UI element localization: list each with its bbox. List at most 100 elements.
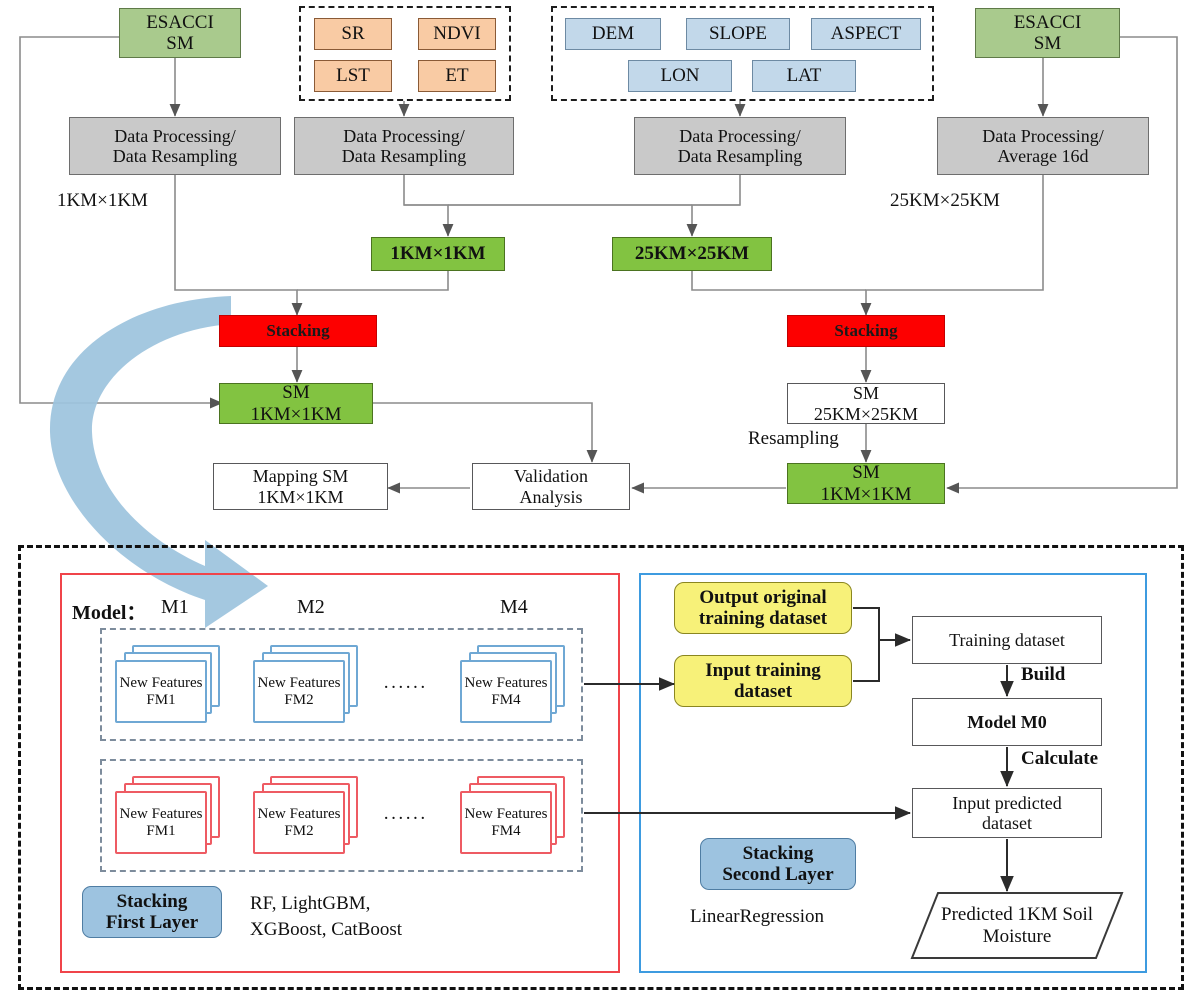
rf4-l1: New: [464, 806, 493, 822]
model-label-text: Model：: [72, 602, 147, 624]
stacking-box-left: Stacking: [219, 315, 377, 347]
bf1-l1: New: [119, 675, 148, 691]
input-lst-label: LST: [336, 65, 370, 87]
resolution-box-1km-label: 1KM×1KM: [390, 243, 486, 265]
input-ndvi-label: NDVI: [433, 23, 481, 45]
bf1-l3: FM1: [146, 691, 176, 708]
data-processing-2: Data Processing/ Data Resampling: [294, 117, 514, 175]
training-dataset: Training dataset: [912, 616, 1102, 664]
feature-stack-blue-fm2: New Features FM2: [253, 645, 358, 723]
stacking-right-label: Stacking: [834, 321, 898, 341]
input-lon-label: LON: [660, 65, 700, 87]
input-sr-label: SR: [341, 23, 365, 45]
dp1-line2: Data Resampling: [112, 146, 238, 166]
sm-1km-left: SM 1KM×1KM: [219, 382, 373, 425]
bf2-l3: FM2: [284, 691, 314, 708]
resolution-label-left: 1KM×1KM: [57, 190, 148, 211]
input-lon: LON: [628, 60, 732, 92]
sheet-front: New Features FM1: [115, 660, 207, 723]
input-dem-label: DEM: [591, 23, 635, 45]
blue-ellipsis: ······: [383, 677, 427, 698]
esacci-left-line1: ESACCI: [146, 11, 214, 33]
esacci-left-line2: SM: [166, 33, 194, 54]
esacci-sm-left: ESACCI SM: [119, 8, 241, 58]
stacking-second-layer-panel: [639, 573, 1147, 973]
stacking-first-layer-badge: Stacking First Layer: [82, 886, 222, 938]
dp2-line1: Data Processing/: [343, 125, 465, 146]
model-label: Model：: [72, 596, 146, 625]
model-m0-label: Model M0: [967, 711, 1047, 732]
input-sr: SR: [314, 18, 392, 50]
input-slope-label: SLOPE: [708, 23, 768, 45]
terrain-inputs-group: [551, 6, 934, 101]
esacci-right-line2: SM: [1033, 33, 1062, 54]
sm-1km-left-line1: SM: [282, 382, 310, 404]
optical-inputs-group: [299, 6, 511, 101]
dp1-line1: Data Processing/: [114, 125, 236, 146]
red-ellipsis: ······: [383, 808, 427, 829]
resolution-label-right: 25KM×25KM: [890, 190, 1000, 211]
stacking-box-right: Stacking: [787, 315, 945, 347]
input-lat: LAT: [752, 60, 856, 92]
second-layer-line1: Stacking: [742, 842, 814, 864]
input-dem: DEM: [565, 18, 661, 50]
rf1-l3: FM1: [146, 822, 176, 839]
dp4-line2: Average 16d: [997, 146, 1089, 166]
validation-line2: Analysis: [519, 486, 583, 507]
sheet-front: New Features FM4: [460, 660, 552, 723]
feature-stack-blue-fm1: New Features FM1: [115, 645, 220, 723]
input-train-line1: Input training: [705, 659, 821, 681]
sm-1km-right-line1: SM: [852, 462, 880, 484]
sheet-front: New Features FM2: [253, 660, 345, 723]
input-lst: LST: [314, 60, 392, 92]
mapping-line1: Mapping SM: [252, 466, 349, 487]
predicted-line2: Soil Moisture: [982, 903, 1093, 947]
dp3-line2: Data Resampling: [677, 146, 803, 166]
esacci-right-line1: ESACCI: [1013, 11, 1082, 33]
sm-1km-left-line2: 1KM×1KM: [250, 403, 342, 425]
sm-25km-right: SM 25KM×25KM: [787, 383, 945, 424]
mapping-line2: 1KM×1KM: [257, 486, 344, 507]
output-orig-line1: Output original: [699, 586, 827, 608]
rf1-l1: New: [119, 806, 148, 822]
first-layer-line1: Stacking: [116, 890, 188, 912]
resolution-box-25km: 25KM×25KM: [612, 237, 772, 271]
validation-line1: Validation: [514, 466, 588, 487]
model-header-m1: M1: [161, 596, 189, 618]
data-processing-3: Data Processing/ Data Resampling: [634, 117, 846, 175]
second-layer-line2: Second Layer: [722, 864, 834, 885]
resampling-label: Resampling: [748, 428, 839, 449]
blue-features-group: [100, 628, 583, 741]
resolution-box-1km: 1KM×1KM: [371, 237, 505, 271]
sm-1km-right: SM 1KM×1KM: [787, 462, 945, 505]
model-header-m2: M2: [297, 596, 325, 618]
input-train-line2: dataset: [733, 681, 793, 702]
rf2-l3: FM2: [284, 822, 314, 839]
bf2-l2: Features: [289, 675, 341, 691]
input-pred-line2: dataset: [982, 813, 1032, 833]
rf2-l1: New: [257, 806, 286, 822]
feature-stack-red-fm4: New Features FM4: [460, 776, 565, 854]
dp3-line1: Data Processing/: [679, 125, 801, 146]
red-features-group: [100, 759, 583, 872]
model-header-m4: M4: [500, 596, 528, 618]
predicted-soil-moisture-output: Predicted 1KM Soil Moisture: [912, 893, 1122, 958]
algos-line2: XGBoost, CatBoost: [250, 918, 403, 940]
dp2-line2: Data Resampling: [341, 146, 467, 166]
input-aspect-label: ASPECT: [830, 23, 902, 45]
output-original-training-dataset: Output original training dataset: [674, 582, 852, 634]
sm-25km-line2: 25KM×25KM: [813, 403, 919, 424]
rf1-l2: Features: [151, 806, 203, 822]
input-lat-label: LAT: [786, 65, 822, 87]
stacking-second-layer-badge: Stacking Second Layer: [700, 838, 856, 890]
calculate-label: Calculate: [1021, 748, 1099, 769]
feature-stack-red-fm1: New Features FM1: [115, 776, 220, 854]
bf2-l1: New: [257, 675, 286, 691]
input-pred-line1: Input predicted: [952, 792, 1062, 813]
rf4-l2: Features: [496, 806, 548, 822]
mapping-sm: Mapping SM 1KM×1KM: [213, 463, 388, 510]
second-layer-algorithm: LinearRegression: [690, 906, 825, 927]
rf2-l2: Features: [289, 806, 341, 822]
dp4-line1: Data Processing/: [982, 125, 1104, 146]
